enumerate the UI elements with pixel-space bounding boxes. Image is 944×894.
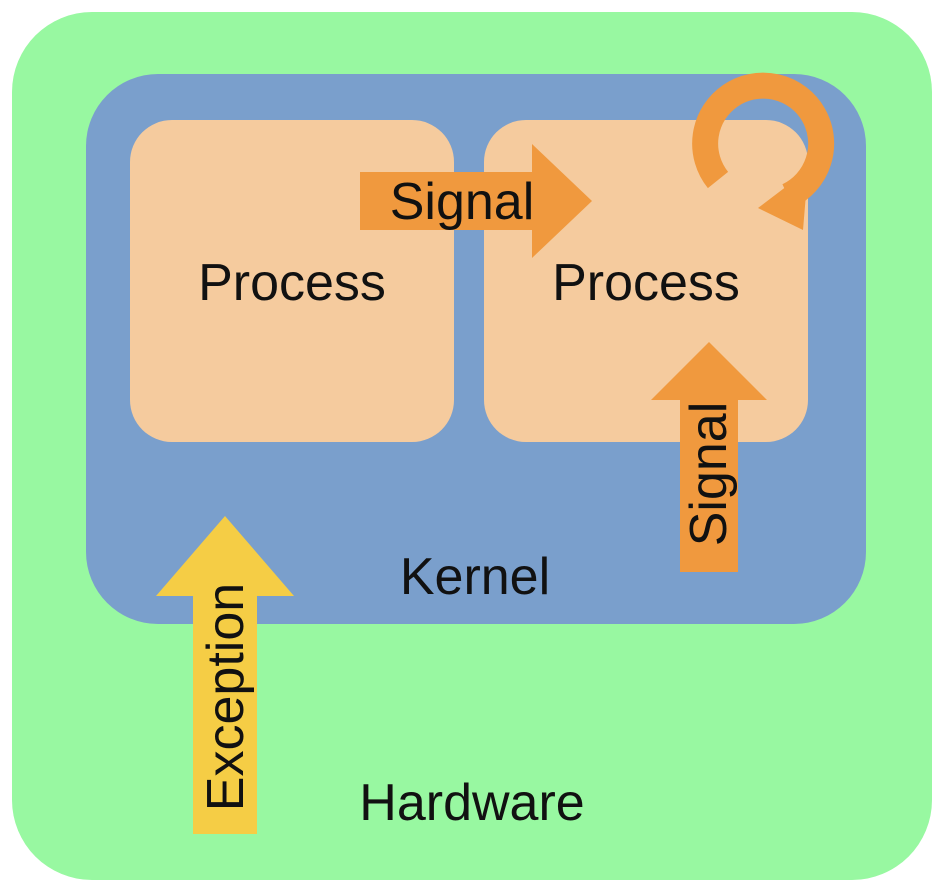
kernel-label: Kernel	[400, 548, 550, 606]
kernel-signal-label: Signal	[680, 402, 738, 547]
process-right-label: Process	[552, 254, 740, 312]
exception-label: Exception	[197, 583, 255, 811]
process-signal-label: Signal	[390, 173, 535, 231]
process-signal-arrow: Signal	[360, 144, 592, 258]
self-signal-loop-icon	[692, 72, 835, 230]
exception-arrow: Exception	[156, 516, 294, 834]
hardware-label: Hardware	[359, 774, 584, 832]
kernel-signal-arrow: Signal	[651, 342, 767, 572]
process-left-label: Process	[198, 254, 386, 312]
